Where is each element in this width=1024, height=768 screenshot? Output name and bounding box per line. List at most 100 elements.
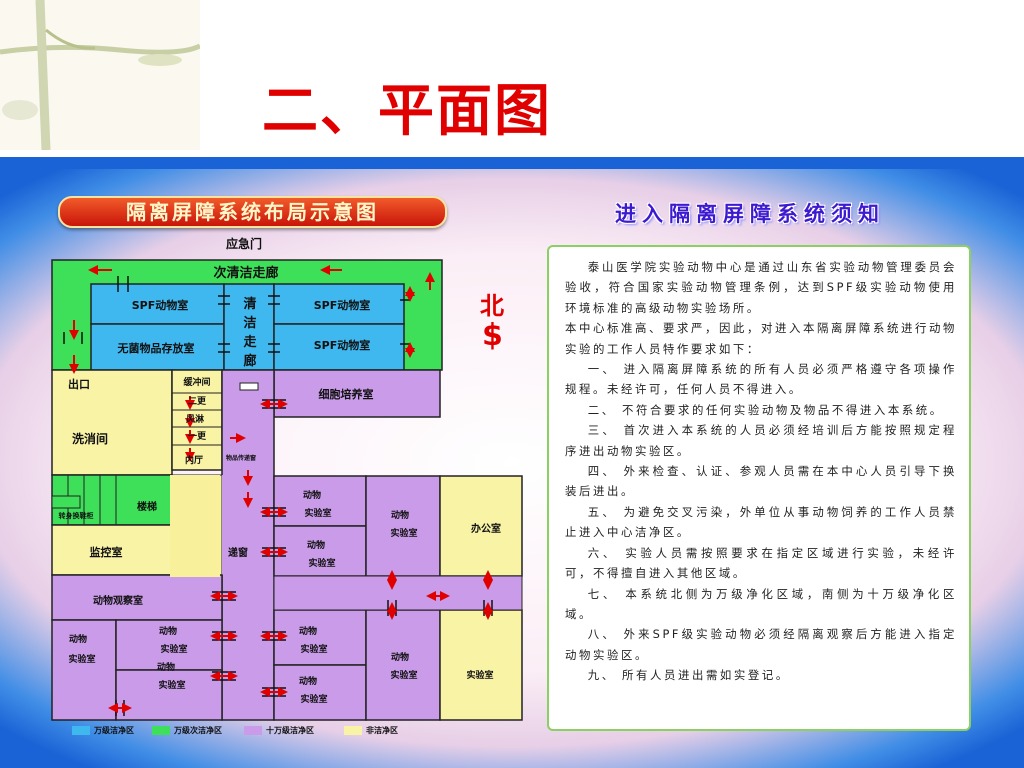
spf-room-2 <box>273 283 405 325</box>
washroom-label: 洗消间 <box>72 431 108 446</box>
legend-label-purple: 十万级洁净区 <box>266 726 314 735</box>
notice-box: 泰山医学院实验动物中心是通过山东省实验动物管理委员会验收，符合国家实验动物管理条… <box>547 245 971 731</box>
stairs-label: 楼梯 <box>137 500 157 513</box>
lab-room-east-label: 实验室 <box>466 669 493 681</box>
pass-window-box <box>239 382 259 391</box>
panel-top-stripe <box>0 157 1024 169</box>
zone-legend: 万级洁净区 万级次洁净区 十万级洁净区 非洁净区 <box>72 724 472 738</box>
animal-lab-h-line1: 动物 <box>299 675 317 687</box>
yellow-west <box>51 369 173 476</box>
sterile-storage-room <box>90 323 225 371</box>
transfer-window-label: 递窗 <box>228 546 248 559</box>
lab-room-east <box>439 609 523 721</box>
clean-corridor-char-4: 廊 <box>243 353 256 369</box>
flow-arrows <box>69 265 435 508</box>
rule-1: 一、 进入隔离屏障系统的所有人员必须严格遵守各项操作规程。未经许可，任何人员不得… <box>565 362 957 397</box>
cell-culture-room <box>273 369 441 418</box>
animal-lab-b-line2: 实验室 <box>308 557 335 569</box>
clean-corridor-char-2: 洁 <box>243 315 256 331</box>
monitor-room-label: 监控室 <box>90 545 123 559</box>
locker-stripes <box>51 475 117 525</box>
animal-lab-d-line1: 动物 <box>69 633 87 645</box>
change-1-label: 一更 <box>188 431 207 442</box>
animal-lab-c-line2: 实验室 <box>390 527 417 539</box>
animal-lab-h-line2: 实验室 <box>300 693 327 705</box>
animal-lab-h <box>273 664 367 721</box>
animal-lab-e-line1: 动物 <box>159 625 177 637</box>
office-label: 办公室 <box>471 522 501 535</box>
double-arrows <box>108 286 493 713</box>
buffer-label: 缓冲间 <box>183 376 210 388</box>
pass-window-label: 物品传递窗 <box>226 454 256 462</box>
animal-lab-b-line1: 动物 <box>307 539 325 551</box>
animal-lab-a-line2: 实验室 <box>304 507 331 519</box>
spf-room-3 <box>273 323 405 371</box>
spf-room-2-label: SPF动物室 <box>314 298 371 312</box>
north-arrow-icon: $ <box>482 318 503 353</box>
mid-corridor <box>273 575 523 611</box>
legend-item-purple: 十万级洁净区 <box>244 724 314 738</box>
emergency-exit-label: 应急门 <box>226 236 262 251</box>
animal-lab-a <box>273 475 367 527</box>
animal-lab-g <box>273 609 367 666</box>
rule-5: 五、 为避免交叉污染，外单位从事动物饲养的工作人员禁止进入中心洁净区。 <box>565 504 957 540</box>
legend-item-yellow: 非洁净区 <box>344 724 398 738</box>
rule-4: 四、 外来检查、认证、参观人员需在本中心人员引导下换装后进出。 <box>565 464 957 499</box>
animal-obs-label: 动物观察室 <box>93 594 143 607</box>
secondary-corridor-label: 次清洁走廊 <box>213 265 278 281</box>
animal-lab-c <box>365 475 441 577</box>
rule-8: 八、 外来SPF级实验动物必须经隔离观察后方能进入指定动物实验区。 <box>565 627 957 662</box>
animal-lab-f <box>115 669 223 721</box>
transfer-window-area <box>222 475 266 575</box>
animal-lab-f-line1: 动物 <box>157 661 175 673</box>
office-room <box>439 475 523 577</box>
legend-swatch-yellow <box>344 726 362 735</box>
slide-title: 二、平面图 <box>262 78 552 144</box>
buffer-column <box>171 369 223 471</box>
north-label: 北 <box>480 291 504 320</box>
animal-lab-g-line2: 实验室 <box>300 643 327 655</box>
rule-6: 六、 实验人员需按照要求在指定区域进行实验，未经许可，不得擅自进入其他区域。 <box>565 545 957 581</box>
rule-2: 二、 不符合要求的任何实验动物及物品不得进入本系统。 <box>587 402 944 417</box>
legend-label-green: 万级次洁净区 <box>174 726 222 735</box>
animal-lab-i-line2: 实验室 <box>390 669 417 681</box>
rule-7: 七、 本系统北侧为万级净化区域，南侧为十万级净化区域。 <box>565 586 957 621</box>
legend-swatch-purple <box>244 726 262 735</box>
legend-swatch-green <box>152 726 170 735</box>
animal-lab-d-line2: 实验室 <box>68 653 95 665</box>
inner-hall-label: 内厅 <box>185 454 203 466</box>
monitor-room <box>51 524 173 576</box>
north-compass: 北 $ <box>480 293 504 353</box>
sterile-storage-label: 无菌物品存放室 <box>117 341 195 355</box>
rule-9: 九、 所有人员进出需如实登记。 <box>587 668 790 683</box>
cell-culture-label: 细胞培养室 <box>319 387 374 401</box>
clean-corridor-char-3: 走 <box>243 334 257 350</box>
legend-item-blue: 万级洁净区 <box>72 724 134 738</box>
legend-item-green: 万级次洁净区 <box>152 724 222 738</box>
layout-banner: 隔离屏障系统布局示意图 <box>58 196 447 228</box>
animal-lab-e <box>115 619 223 671</box>
pale-column <box>170 475 220 577</box>
spf-room-1 <box>90 283 225 325</box>
animal-lab-a-line1: 动物 <box>303 489 321 501</box>
bamboo-decoration <box>0 0 200 150</box>
animal-lab-i <box>365 609 441 721</box>
exit-label: 出口 <box>68 377 90 391</box>
air-shower-label: 风淋 <box>186 413 204 425</box>
legend-swatch-blue <box>72 726 90 735</box>
buffer-dividers <box>172 392 222 446</box>
legend-label-yellow: 非洁净区 <box>366 726 398 735</box>
notice-title: 进入隔离屏障系统须知 <box>615 201 885 226</box>
legend-label-blue: 万级洁净区 <box>94 726 134 735</box>
spf-room-3-label: SPF动物室 <box>314 338 371 352</box>
animal-lab-g-line1: 动物 <box>299 625 317 637</box>
rule-intro: 泰山医学院实验动物中心是通过山东省实验动物管理委员会验收，符合国家实验动物管理条… <box>565 260 957 315</box>
layout-banner-text: 隔离屏障系统布局示意图 <box>126 200 379 224</box>
animal-lab-f-line2: 实验室 <box>158 679 185 691</box>
animal-lab-labels: 动物 实验室 动物 实验室 动物 实验室 动物 实验室 动物 实验室 动物 实验… <box>68 489 493 705</box>
rule-3: 三、 首次进入本系统的人员必须经培训后方能按照规定程序进出动物实验区。 <box>565 423 957 458</box>
animal-lab-e-line2: 实验室 <box>160 643 187 655</box>
animal-lab-c-line1: 动物 <box>391 509 409 521</box>
animal-lab-b <box>273 525 367 577</box>
